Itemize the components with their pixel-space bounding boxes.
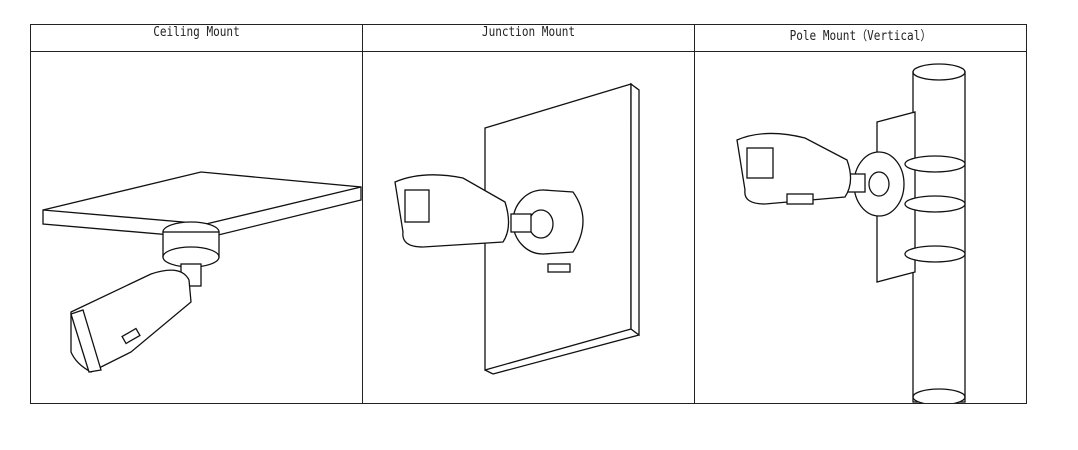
junction-mount-illustration bbox=[362, 51, 695, 404]
ceiling-mount-illustration bbox=[30, 51, 363, 404]
header-junction: Junction Mount bbox=[362, 24, 695, 52]
header-pole: Pole Mount（Vertical） bbox=[694, 24, 1027, 52]
pole-mount-illustration bbox=[694, 51, 1027, 404]
mount-table: Ceiling Mount Junction Mount Pole Mount（… bbox=[30, 24, 1027, 404]
header-ceiling: Ceiling Mount bbox=[30, 24, 363, 52]
